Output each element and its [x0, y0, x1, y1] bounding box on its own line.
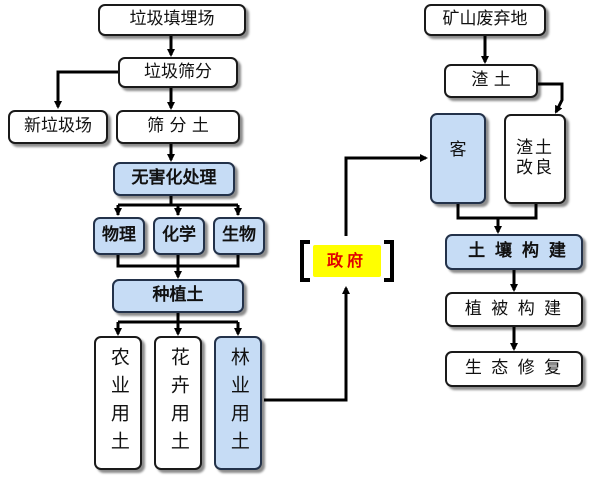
soil-construction-box: 土 壤 构 建 — [445, 234, 583, 270]
harmless-treatment-box: 无害化处理 — [113, 162, 235, 196]
new-landfill-box: 新垃圾场 — [8, 110, 108, 144]
screened-soil-box: 筛 分 土 — [116, 110, 240, 144]
new-landfill-label: 新垃圾场 — [24, 116, 92, 137]
ecological-restoration-box: 生 态 修 复 — [445, 351, 583, 387]
method-biological-label: 生物 — [222, 225, 256, 246]
government-bracket-right — [384, 240, 394, 282]
use-forestry-label: 林业用土 — [227, 347, 250, 459]
use-forestry-box: 林业用土 — [214, 336, 262, 470]
arrow-government-to-guest-soil — [344, 154, 428, 236]
slag-soil-label: 渣 土 — [471, 70, 511, 91]
guest-soil-label: 客 — [449, 140, 467, 160]
sorting-label: 垃圾筛分 — [144, 61, 212, 82]
sorting-box: 垃圾筛分 — [118, 57, 238, 88]
use-flower-box: 花卉用土 — [154, 336, 202, 470]
harmless-treatment-label: 无害化处理 — [131, 168, 217, 189]
mine-wasteland-label: 矿山废弃地 — [442, 9, 528, 30]
planting-soil-label: 种植土 — [152, 285, 204, 306]
guest-soil-box: 客 — [430, 113, 486, 204]
government-label: 政府 — [326, 250, 367, 270]
government-label-box: 政府 — [313, 245, 381, 277]
use-agriculture-label: 农业用土 — [107, 347, 130, 459]
method-biological-box: 生物 — [213, 217, 265, 255]
landfill-label: 垃圾填埋场 — [129, 9, 215, 30]
method-chemical-box: 化学 — [153, 217, 205, 255]
government-bracket-left — [300, 240, 310, 282]
arrow-merge-to-soil-construction — [456, 204, 538, 232]
use-agriculture-box: 农业用土 — [94, 336, 142, 470]
vegetation-construction-label: 植 被 构 建 — [464, 298, 564, 319]
arrow-forestry-to-government — [264, 286, 350, 402]
slag-soil-box: 渣 土 — [444, 64, 538, 98]
arrow-slag-to-improvement — [538, 82, 564, 114]
planting-soil-box: 种植土 — [112, 279, 244, 313]
method-chemical-label: 化学 — [162, 225, 196, 246]
arrow-methods-to-planting — [116, 255, 240, 277]
landfill-box: 垃圾填埋场 — [98, 4, 246, 36]
arrow-planting-to-uses — [118, 313, 238, 324]
slag-improvement-label: 渣土改良 — [516, 138, 554, 178]
soil-construction-label: 土 壤 构 建 — [468, 241, 568, 262]
use-flower-label: 花卉用土 — [167, 347, 190, 459]
ecological-restoration-label: 生 态 修 复 — [464, 358, 564, 379]
screened-soil-label: 筛 分 土 — [147, 116, 209, 137]
slag-improvement-box: 渣土改良 — [504, 114, 566, 204]
arrow-sorting-to-new-landfill — [54, 70, 118, 109]
method-physical-label: 物理 — [102, 225, 136, 246]
vegetation-construction-box: 植 被 构 建 — [445, 292, 583, 327]
method-physical-box: 物理 — [93, 217, 145, 255]
mine-wasteland-box: 矿山废弃地 — [424, 4, 546, 36]
